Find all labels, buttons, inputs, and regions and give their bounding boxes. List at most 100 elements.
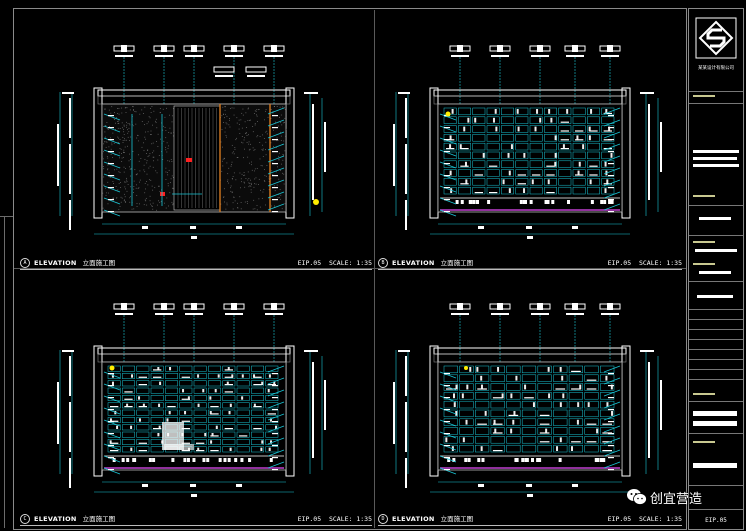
stone-texture — [265, 175, 267, 177]
column-right — [621, 87, 631, 219]
stone-texture — [123, 166, 125, 168]
stone-texture — [262, 134, 264, 136]
drawer-mark — [600, 200, 604, 204]
shelf-item — [224, 391, 233, 393]
shelf-cell — [472, 169, 486, 177]
shelf-cell — [472, 151, 486, 160]
shelf-cell — [568, 400, 583, 409]
stone-texture — [168, 132, 170, 133]
drawer-mark — [546, 200, 550, 204]
shelf-item — [153, 376, 162, 378]
shelf-item — [515, 375, 518, 381]
tag-mark — [161, 303, 167, 310]
stone-texture — [165, 149, 167, 151]
shelf-cell — [475, 365, 490, 374]
stone-texture — [121, 197, 123, 199]
shelf-cell — [600, 427, 615, 435]
stone-texture — [132, 125, 134, 127]
shelf-item — [110, 442, 119, 444]
stone-texture — [113, 175, 115, 177]
shelf-item — [474, 192, 483, 194]
shelf-item — [224, 369, 233, 371]
stone-texture — [255, 177, 257, 179]
stone-texture — [135, 184, 137, 186]
shelf-cell — [537, 374, 552, 382]
side-item — [444, 385, 450, 387]
shelf-cell — [486, 151, 500, 160]
shelf-item — [571, 370, 581, 372]
shelf-cell — [475, 374, 490, 382]
drawer-mark — [183, 458, 187, 462]
stone-texture — [146, 162, 148, 164]
stone-texture — [165, 171, 167, 173]
dimension-text — [527, 494, 533, 497]
shelf-item — [575, 139, 584, 141]
shelf-item — [187, 396, 190, 400]
shelf-cell — [136, 439, 150, 445]
shelf-item — [516, 109, 519, 114]
stone-texture — [124, 138, 125, 140]
shelf-cell — [472, 116, 486, 124]
shelf-cell — [179, 417, 193, 423]
shelf-item — [270, 440, 273, 444]
cornice — [433, 95, 627, 105]
side-item — [272, 445, 278, 447]
shelf-cell — [521, 383, 537, 391]
stone-texture — [158, 185, 160, 187]
drawer-mark — [536, 458, 540, 462]
side-item — [444, 457, 450, 459]
shelf-cell — [601, 178, 615, 186]
shelf-item — [449, 135, 452, 141]
stone-texture — [242, 142, 244, 144]
stone-texture — [253, 149, 255, 151]
shelf-cell — [587, 186, 600, 195]
side-item — [608, 433, 614, 435]
shelf-item — [539, 423, 550, 425]
dimension-text — [660, 122, 662, 172]
shelf-cell — [490, 418, 505, 426]
shelf-cell — [193, 409, 207, 416]
stone-texture — [129, 140, 130, 142]
stone-texture — [232, 178, 233, 180]
shelf-cell — [553, 400, 568, 409]
shelf-cell — [601, 151, 615, 160]
stone-texture — [118, 142, 120, 144]
shelf-item — [224, 376, 233, 378]
shelf-cell — [544, 160, 557, 168]
stone-texture — [132, 106, 134, 107]
stone-texture — [264, 119, 265, 121]
shelf-item — [214, 389, 217, 393]
stone-texture — [133, 186, 135, 187]
stone-texture — [284, 203, 286, 205]
shelf-item — [494, 428, 497, 434]
drawer-mark — [608, 200, 612, 204]
shelf-cell — [553, 374, 568, 382]
column-left — [429, 87, 439, 219]
stone-texture — [159, 201, 161, 203]
stone-texture — [143, 113, 144, 114]
shelf-item — [474, 117, 477, 123]
stone-texture — [117, 189, 119, 191]
shelf-cell — [251, 439, 264, 445]
shelf-cell — [515, 178, 529, 186]
stone-texture — [158, 155, 160, 156]
drawer-mark — [596, 458, 600, 462]
shelf-cell — [208, 439, 221, 445]
tag-label — [451, 55, 469, 57]
side-shelf — [439, 395, 457, 403]
shelf-item — [603, 183, 612, 185]
shelf-item — [610, 153, 613, 158]
shelf-item — [227, 367, 230, 371]
shelf-item — [532, 174, 541, 176]
shelf-cell — [122, 387, 135, 394]
stone-texture — [123, 124, 125, 126]
shelf-cell — [179, 373, 193, 379]
shelf-item — [260, 447, 263, 451]
shelf-cell — [251, 395, 264, 401]
stone-texture — [105, 125, 107, 127]
wall-elevation — [101, 361, 287, 471]
stone-texture — [136, 194, 138, 196]
stone-texture — [105, 124, 107, 126]
shelf-item — [603, 139, 612, 141]
stone-texture — [157, 159, 159, 161]
